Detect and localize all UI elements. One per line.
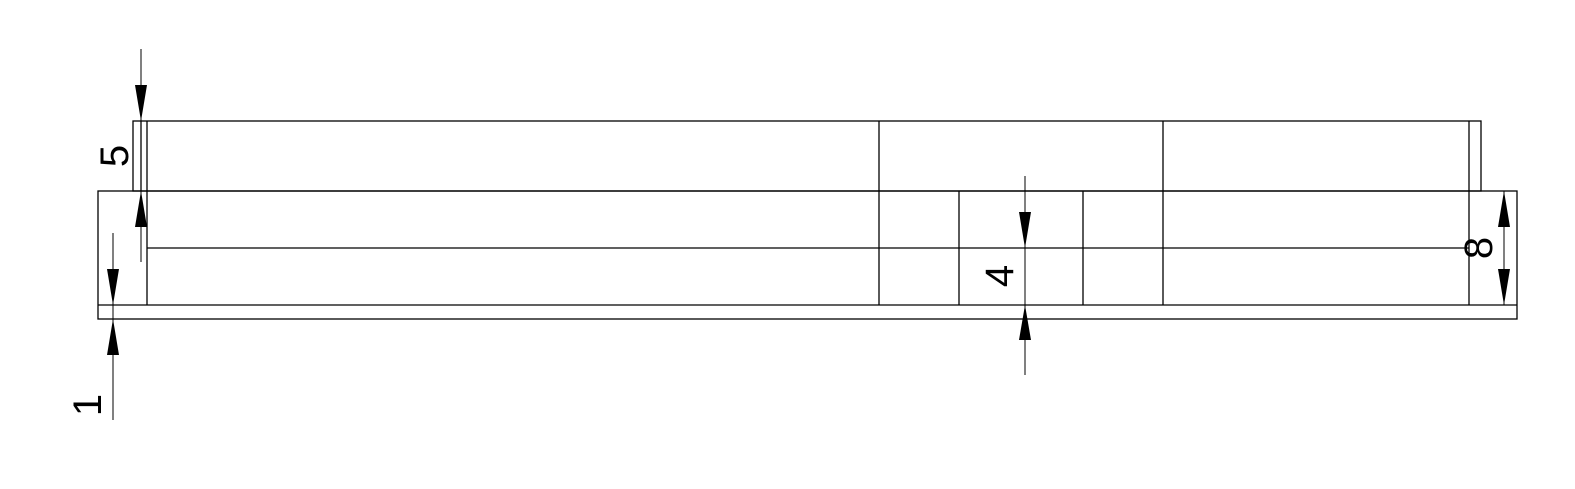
dim-4-arrow-up [1019,305,1031,340]
dim-5-arrow-down [135,85,147,121]
dim-1-arrow-up [107,319,119,355]
dimension-1: 1 [66,233,119,420]
lower-block-outline [97,190,1518,320]
dim-1-arrow-down [107,269,119,305]
dimension-4: 4 [978,176,1031,375]
dim-1-label: 1 [66,394,110,416]
dim-4-arrow-down [1019,212,1031,248]
dim-5-arrow-up [135,191,147,227]
upper-block [132,120,1482,192]
dimension-5: 5 [93,49,147,262]
upper-block-outline [132,120,1482,192]
dim-5-label: 5 [93,145,137,167]
dim-8-arrow-bottom [1498,269,1510,305]
dim-4-label: 4 [978,265,1022,287]
dimension-8: 8 [1457,191,1510,305]
lower-block [97,190,1518,320]
dim-8-arrow-top [1498,191,1510,227]
dim-8-label: 8 [1457,237,1501,259]
